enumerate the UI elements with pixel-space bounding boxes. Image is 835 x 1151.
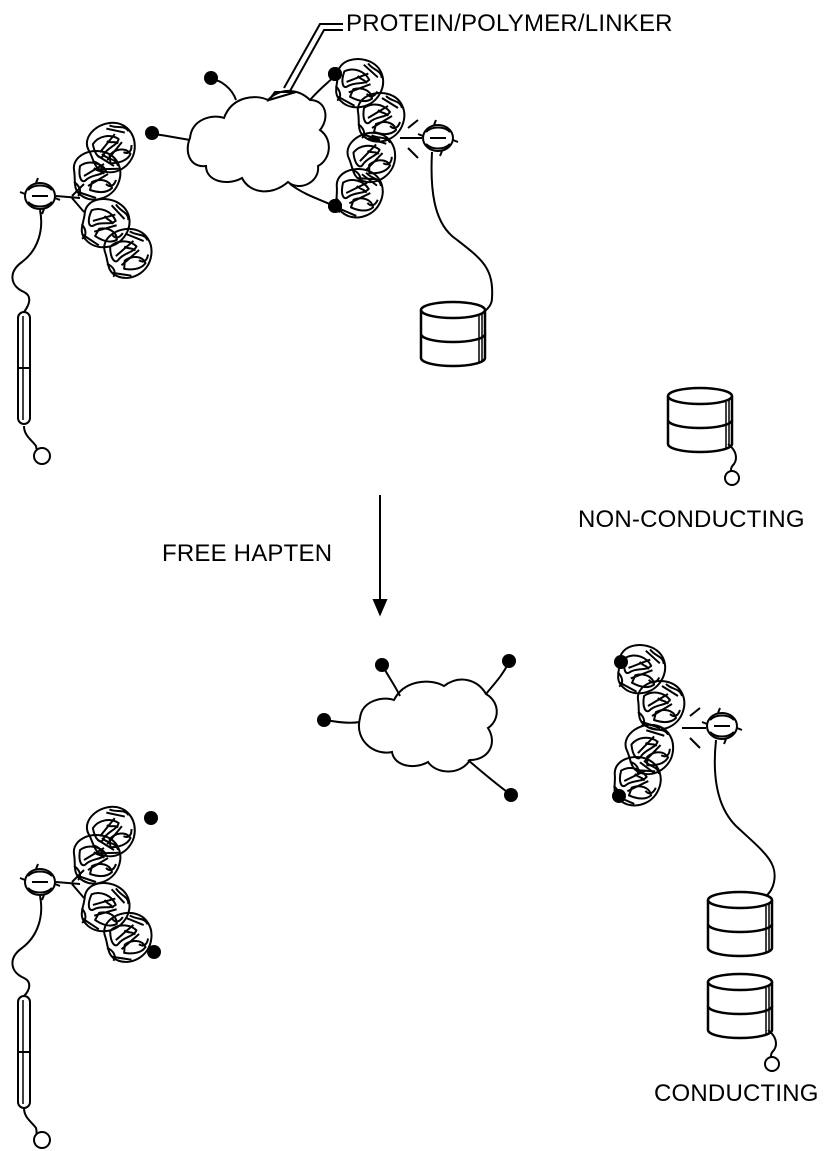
hapten-dots-top-right — [328, 67, 342, 213]
channel-half-upper-top — [419, 300, 487, 368]
linker-label: PROTEIN/POLYMER/LINKER — [346, 10, 673, 37]
antibody-left-bottom — [11, 799, 161, 1149]
channel-conducting — [706, 890, 780, 1072]
free-hapten-label: FREE HAPTEN — [162, 540, 333, 567]
reaction-arrow — [372, 495, 388, 617]
channel-half-lower-nonconducting — [666, 386, 740, 486]
hapten-dots-top — [145, 67, 342, 213]
linker-callout-arrow — [266, 23, 343, 102]
conducting-label: CONDUCTING — [654, 1080, 819, 1107]
antibody-left-top — [11, 115, 157, 465]
non-conducting-label: NON-CONDUCTING — [578, 506, 805, 533]
hapten-dots-free — [317, 654, 518, 802]
protein-polymer-linker-top — [153, 73, 337, 207]
protein-polymer-linker-free — [325, 663, 511, 795]
antibody-right-bottom — [611, 640, 776, 899]
antibody-right-top — [331, 54, 494, 313]
